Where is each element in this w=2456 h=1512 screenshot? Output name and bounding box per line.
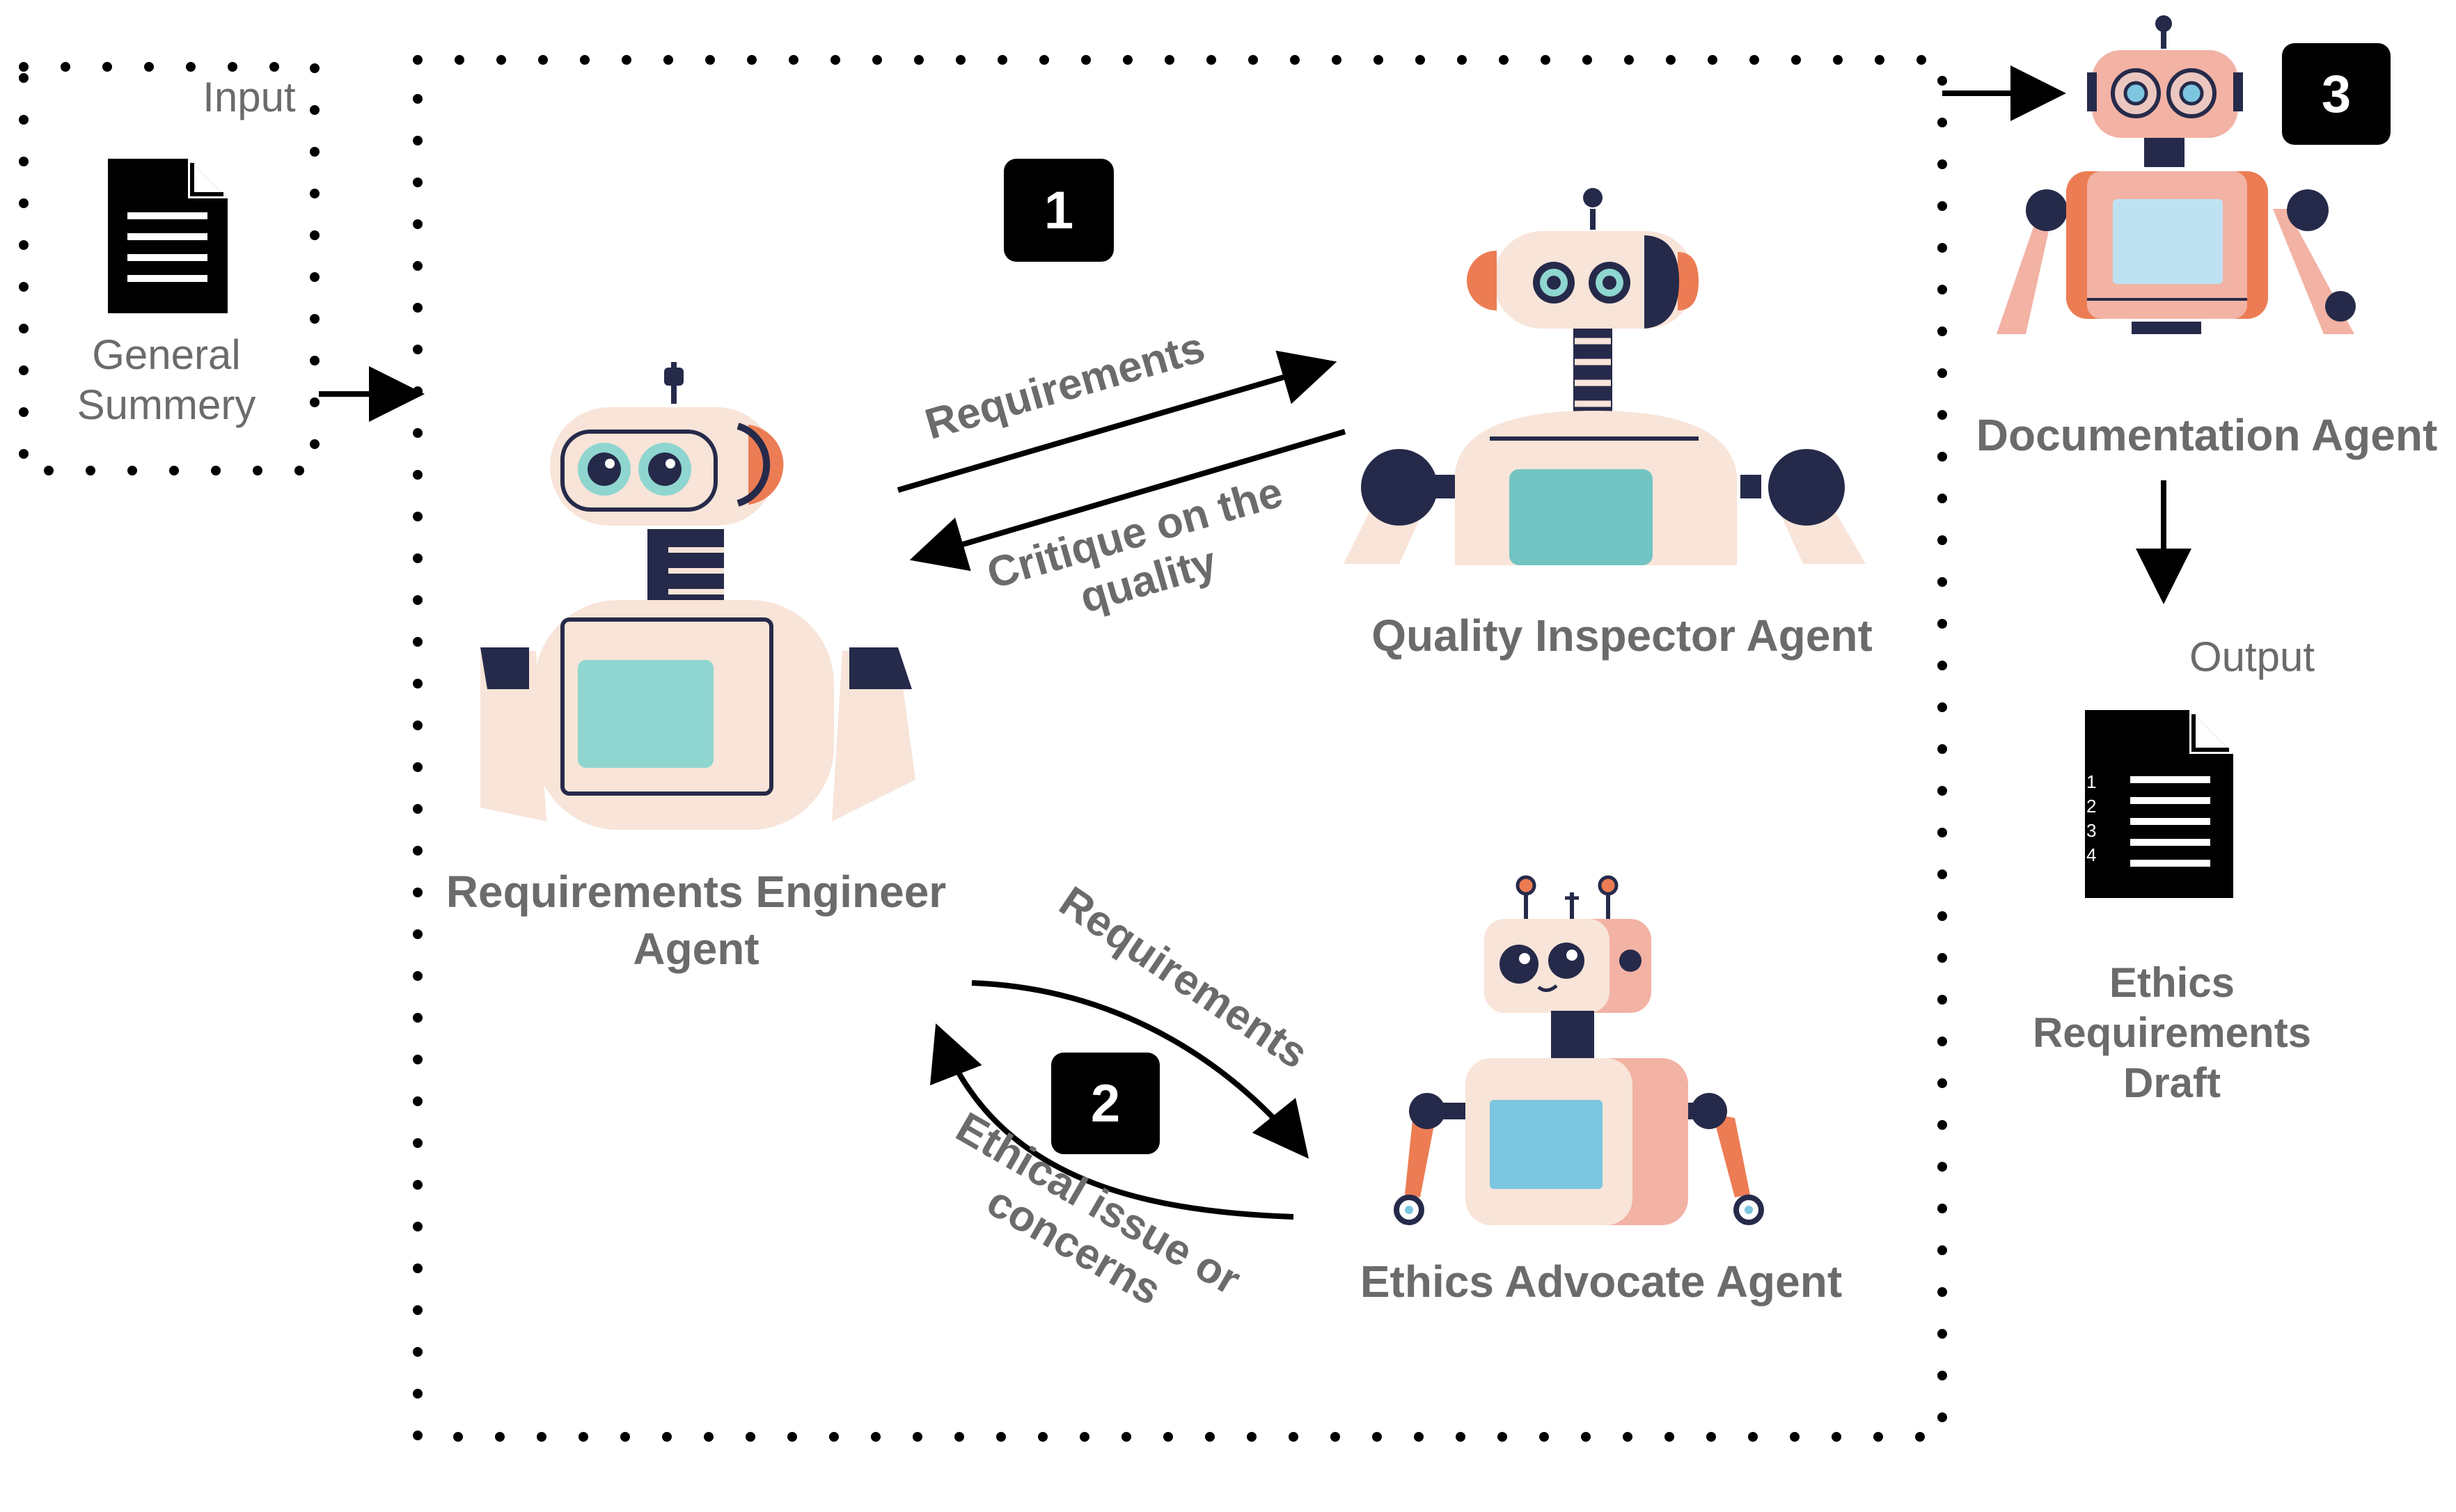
ethics-advocate-agent-label: Ethics Advocate Agent [1360, 1257, 1843, 1307]
requirements-engineer-agent-label: Requirements Engineer Agent [446, 867, 947, 974]
requirements-to-ethics-arrow [971, 980, 1309, 1159]
input-label: Input [203, 74, 296, 120]
output-label: Output [2189, 633, 2315, 680]
output-document-icon [2085, 710, 2233, 898]
step-badge-1: 1 [1004, 159, 1114, 262]
list-number-1: 1 [2086, 771, 2097, 792]
requirements-to-quality-arrow [897, 350, 1337, 493]
quality-inspector-robot [1344, 188, 1866, 565]
critique-to-engineer-arrow [909, 429, 1346, 572]
collaboration-box [413, 55, 1947, 1442]
requirements-engineer-robot [480, 362, 915, 830]
step-badge-3: 3 [2282, 43, 2391, 145]
input-document-icon [108, 159, 228, 313]
step-badge-2: 2 [1051, 1053, 1160, 1154]
documentation-robot [1997, 15, 2356, 334]
list-number-3: 3 [2086, 820, 2097, 841]
input-box [19, 62, 320, 475]
ethics-advocate-robot [1394, 875, 1764, 1225]
concerns-to-engineer-arrow [930, 1023, 1294, 1220]
input-document-title: General Summery [77, 331, 256, 428]
output-list-numbers: 1 2 3 4 [2086, 770, 2096, 867]
quality-inspector-agent-label: Quality Inspector Agent [1371, 611, 1873, 661]
list-number-4: 4 [2086, 844, 2097, 865]
list-number-2: 2 [2086, 796, 2097, 817]
output-document-title: Ethics Requirements Draft [2032, 959, 2312, 1106]
documentation-agent-label: Documentation Agent [1976, 410, 2438, 460]
